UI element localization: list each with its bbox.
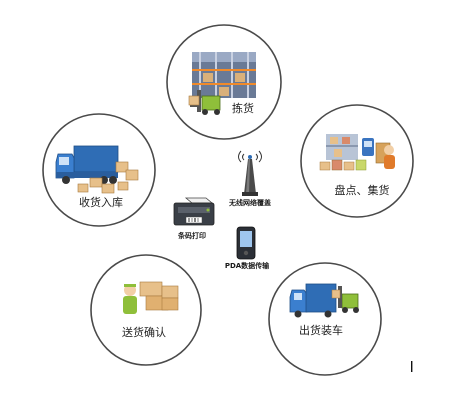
- node-delivery-confirm-label: 送货确认: [122, 325, 166, 339]
- center-pda: PDA数据传输: [225, 226, 270, 270]
- node-inventory-label: 盘点、集货: [335, 183, 390, 197]
- pda-device-icon: [236, 226, 256, 260]
- truck-icon: [55, 145, 119, 184]
- node-picking: 拣货: [166, 24, 282, 140]
- wireless-antenna-icon: [238, 150, 262, 196]
- edge-mark: [411, 361, 413, 372]
- barcode-printer-icon: [173, 197, 215, 226]
- worker-icon: [384, 145, 395, 169]
- warehouse-shelf-icon: [326, 134, 358, 160]
- center-barcode-print: 条码打印: [173, 197, 215, 240]
- courier-icon: [123, 284, 137, 314]
- node-delivery-confirm: 送货确认: [90, 254, 202, 366]
- shipping-truck-icon: [289, 283, 337, 318]
- node-receiving: 收货入库: [42, 113, 156, 227]
- pda-label: PDA数据传输: [225, 261, 270, 270]
- node-inventory: 盘点、集货: [300, 104, 414, 218]
- forklift-icon: [188, 90, 221, 115]
- node-shipping: 出货装车: [268, 262, 382, 376]
- barcode-print-label: 条码打印: [177, 231, 206, 240]
- parcel-stack-icon: [139, 281, 179, 311]
- wireless-label: 无线网络覆盖: [228, 198, 271, 207]
- center-wireless: 无线网络覆盖: [228, 150, 271, 207]
- node-shipping-label: 出货装车: [299, 323, 343, 337]
- loading-forklift-icon: [331, 286, 359, 313]
- node-picking-label: 拣货: [232, 101, 254, 115]
- node-shipping-circle: [268, 262, 382, 376]
- boxes-icon: [77, 161, 139, 194]
- goods-pile-icon: [319, 159, 367, 171]
- warehouse-rack-icon: [192, 52, 256, 98]
- node-receiving-label: 收货入库: [79, 195, 123, 209]
